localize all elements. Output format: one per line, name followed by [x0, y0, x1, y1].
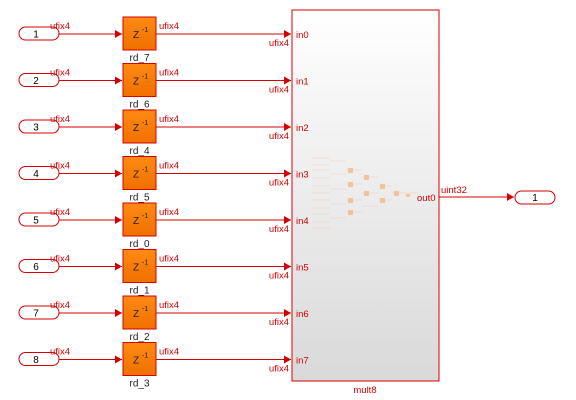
delay-output-type-label: ufix4: [159, 207, 179, 218]
subsystem-in-port-label: in2: [296, 123, 309, 134]
subsystem-in-port-type: ufix4: [269, 178, 289, 189]
delay-block[interactable]: [122, 249, 157, 283]
delay-exponent: -1: [142, 167, 148, 174]
delay-output-type-label: ufix4: [159, 347, 179, 358]
subsystem-in-port-type: ufix4: [269, 317, 289, 328]
signal-arrowhead: [115, 355, 122, 364]
subsystem-in-port-type: ufix4: [269, 85, 289, 96]
subsystem-in-port-label: in6: [296, 309, 309, 320]
subsystem-content-icon: [312, 157, 418, 229]
subsystem-in-port-type: ufix4: [269, 38, 289, 49]
signal-arrowhead: [284, 216, 291, 224]
delay-symbol: Z: [133, 263, 139, 274]
delay-exponent: -1: [142, 353, 148, 360]
signal-arrowhead: [115, 123, 122, 131]
delay-symbol: Z: [133, 356, 139, 367]
delay-name-label: rd_4: [129, 146, 149, 157]
delay-output-type-label: ufix4: [159, 300, 179, 311]
input-type-label: ufix4: [50, 300, 70, 311]
delay-block[interactable]: [122, 342, 157, 376]
input-type-label: ufix4: [50, 68, 70, 79]
inport-number: 4: [33, 169, 39, 180]
delay-exponent: -1: [142, 260, 148, 267]
delay-output-type-label: ufix4: [159, 68, 179, 79]
inport-number: 8: [33, 355, 39, 366]
delay-name-label: rd_6: [129, 100, 149, 111]
delay-name-label: rd_1: [129, 286, 149, 297]
delay-symbol: Z: [133, 216, 139, 227]
signal-arrowhead: [284, 169, 291, 178]
delay-exponent: -1: [142, 27, 148, 34]
delay-symbol: Z: [133, 123, 139, 134]
delay-exponent: -1: [142, 306, 148, 313]
input-type-label: ufix4: [50, 114, 70, 125]
inport-number: 5: [33, 216, 39, 227]
delay-block[interactable]: [122, 156, 157, 190]
delay-output-type-label: ufix4: [159, 254, 179, 265]
inport-number: 1: [33, 30, 39, 41]
delay-name-label: rd_0: [129, 239, 149, 250]
input-type-label: ufix4: [50, 254, 70, 265]
delay-block[interactable]: [122, 202, 157, 237]
signal-arrowhead: [284, 123, 291, 131]
subsystem-in-port-label: in7: [296, 356, 309, 367]
input-type-label: ufix4: [50, 207, 70, 218]
delay-block[interactable]: [122, 295, 157, 330]
input-type-label: ufix4: [50, 161, 70, 172]
delay-name-label: rd_5: [129, 193, 149, 204]
signal-arrowhead: [115, 30, 122, 38]
input-type-label: ufix4: [50, 347, 70, 358]
delay-name-label: rd_7: [129, 53, 149, 64]
delay-name-label: rd_3: [129, 379, 149, 390]
delay-block[interactable]: [122, 109, 157, 144]
inport-number: 3: [33, 123, 39, 134]
delay-output-type-label: ufix4: [159, 114, 179, 125]
signal-arrowhead: [115, 76, 122, 85]
delay-output-type-label: ufix4: [159, 21, 179, 32]
delay-symbol: Z: [133, 170, 139, 181]
delay-output-type-label: ufix4: [159, 161, 179, 172]
subsystem-in-port-label: in5: [296, 263, 309, 274]
outport-block[interactable]: [514, 190, 556, 205]
subsystem-in-port-type: ufix4: [269, 364, 289, 375]
signal-arrowhead: [284, 309, 291, 317]
subsystem-out-port-label: out0: [417, 193, 436, 204]
signal-arrowhead: [284, 262, 291, 271]
delay-symbol: Z: [133, 309, 139, 320]
delay-block[interactable]: [122, 63, 157, 97]
subsystem-in-port-type: ufix4: [269, 131, 289, 142]
inport-number: 6: [33, 262, 39, 273]
subsystem-in-port-label: in0: [296, 30, 309, 41]
delay-symbol: Z: [133, 30, 139, 41]
delay-name-label: rd_2: [129, 332, 149, 343]
subsystem-in-port-label: in4: [296, 216, 309, 227]
subsystem-in-port-type: ufix4: [269, 271, 289, 282]
delay-exponent: -1: [142, 213, 148, 220]
signal-arrowhead: [284, 30, 291, 38]
signal-arrowhead: [115, 262, 122, 271]
subsystem-name-label: mult8: [353, 385, 376, 396]
input-type-label: ufix4: [50, 21, 70, 32]
delay-block[interactable]: [122, 16, 157, 51]
subsystem-in-port-type: ufix4: [269, 224, 289, 235]
delay-symbol: Z: [133, 77, 139, 88]
delay-exponent: -1: [142, 74, 148, 81]
subsystem-in-port-label: in1: [296, 77, 309, 88]
signal-arrowhead: [115, 216, 122, 224]
inport-number: 2: [33, 76, 39, 87]
inport-number: 7: [33, 309, 39, 320]
outport-number: 1: [532, 193, 538, 204]
signal-arrowhead: [284, 355, 291, 364]
subsystem-in-port-label: in3: [296, 170, 309, 181]
signal-arrowhead: [284, 76, 291, 85]
signal-arrowhead: [115, 309, 122, 317]
signal-arrowhead: [115, 169, 122, 178]
output-arrowhead: [507, 193, 514, 201]
output-type-label: uint32: [441, 185, 467, 196]
delay-exponent: -1: [142, 120, 148, 127]
